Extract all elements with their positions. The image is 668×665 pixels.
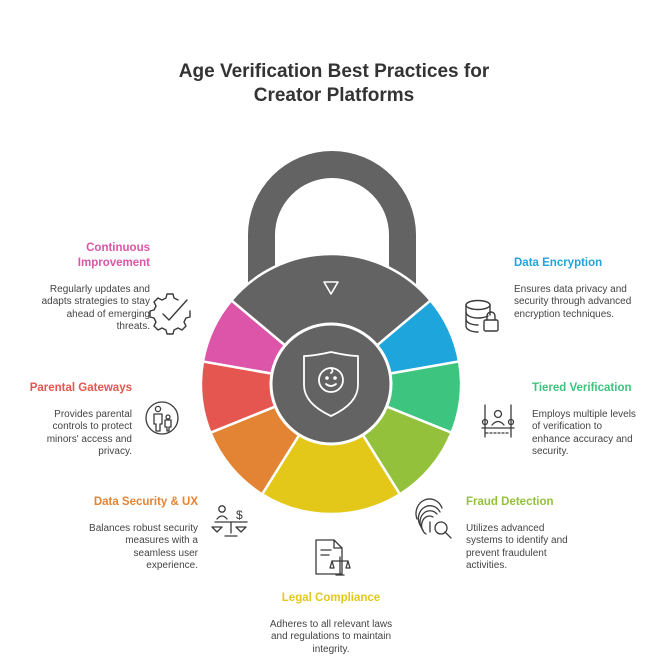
triangle-marker-icon [323, 281, 339, 295]
parent-child-icon [145, 401, 179, 435]
item-legal-compliance: Legal Compliance Adheres to all relevant… [268, 591, 394, 656]
parental-gateways-title: Parental Gateways [29, 382, 132, 394]
database-lock-icon [465, 299, 499, 333]
tiered-users-icon [481, 404, 515, 438]
continuous-improvement-desc: Regularly updates and adapts strategies … [41, 284, 150, 333]
parental-gateways-desc: Provides parental controls to protect mi… [46, 409, 132, 458]
item-tiered-verification: Tiered Verification Employs multiple lev… [532, 381, 642, 459]
segment-legal-compliance [260, 382, 402, 516]
page-title: Age Verification Best Practices for Crea… [0, 60, 668, 108]
tiered-verification-title: Tiered Verification [532, 382, 632, 394]
title-line-1: Age Verification Best Practices for [178, 61, 490, 82]
continuous-improvement-title: Continuous Improvement [77, 242, 150, 269]
legal-compliance-title: Legal Compliance [281, 592, 381, 604]
item-data-encryption: Data Encryption Ensures data privacy and… [514, 256, 639, 321]
balance-scale-icon: $ [211, 505, 248, 537]
legal-compliance-desc: Adheres to all relevant laws and regulat… [269, 619, 393, 655]
data-encryption-title: Data Encryption [514, 257, 603, 269]
fraud-detection-title: Fraud Detection [466, 496, 554, 508]
segment-top-gray [230, 252, 432, 386]
fraud-detection-desc: Utilizes advanced systems to identify an… [466, 523, 568, 572]
title-line-2: Creator Platforms [253, 85, 415, 106]
document-scales-icon [315, 539, 351, 576]
item-fraud-detection: Fraud Detection Utilizes advanced system… [466, 495, 581, 573]
item-parental-gateways: Parental Gateways Provides parental cont… [22, 381, 132, 459]
fingerprint-search-icon [415, 498, 452, 539]
center-hub [269, 322, 393, 446]
item-continuous-improvement: Continuous Improvement Regularly updates… [40, 241, 150, 334]
tiered-verification-desc: Employs multiple levels of verification … [532, 409, 636, 458]
data-security-ux-title: Data Security & UX [93, 496, 198, 508]
data-security-ux-desc: Balances robust security measures with a… [89, 523, 198, 572]
data-encryption-desc: Ensures data privacy and security throug… [514, 284, 632, 320]
shield-face-icon [303, 351, 359, 417]
item-data-security-ux: Data Security & UX Balances robust secur… [82, 495, 198, 573]
svg-text:$: $ [236, 508, 243, 522]
gear-check-icon [149, 293, 191, 335]
padlock-shackle [248, 151, 416, 285]
